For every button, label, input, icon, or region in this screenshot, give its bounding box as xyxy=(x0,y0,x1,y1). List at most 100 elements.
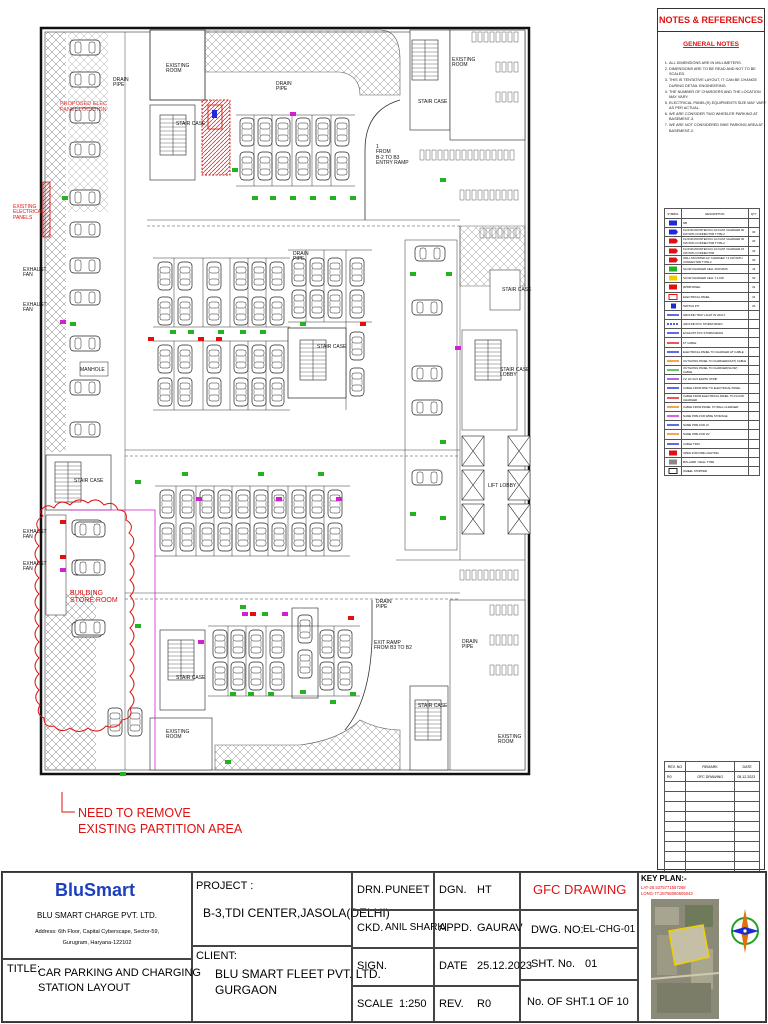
dwg-label: DWG. NO: xyxy=(531,924,584,936)
legend-row: GROUND PVC STORM DRAIN xyxy=(663,319,761,330)
drain-pipe-label: DRAIN PIPE xyxy=(462,639,478,651)
sign-label: SIGN. xyxy=(357,960,387,972)
legend-symbol xyxy=(663,447,683,458)
appd-cell: APPD. GAURAV xyxy=(434,910,523,948)
date-cell: DATE 25.12.2023 xyxy=(434,948,532,986)
drawing-title: CAR PARKING AND CHARGING STATION LAYOUT xyxy=(38,967,201,994)
stair-case-label: STAIR CASE xyxy=(317,344,347,350)
stair-case-label: STAIR CASE xyxy=(176,675,206,681)
legend-symbol xyxy=(663,355,683,367)
charger-marker xyxy=(216,337,222,341)
rev-no: R0 xyxy=(664,771,686,782)
legend-symbol-icon xyxy=(667,415,680,417)
legend-symbol-icon xyxy=(667,396,680,399)
legend-row: GROUND TRAY LIGHT IN VAULT xyxy=(663,309,761,321)
company-logo: BluSmart xyxy=(55,880,136,900)
stair-case-label: STAIR CASE xyxy=(418,99,448,105)
key-plan-lat: LAT-28.5375771557268 xyxy=(641,885,686,890)
legend-symbol-icon xyxy=(669,238,679,244)
charger-marker xyxy=(300,690,306,694)
legend-symbol xyxy=(663,383,683,394)
partition-callout: NEED TO REMOVE EXISTING PARTITION AREA xyxy=(78,806,243,836)
legend-description: SLOW CHARGER CELL 3KW RMS xyxy=(681,263,749,275)
existing-panels-label: EXISTING ELECTRICAL PANELS xyxy=(13,204,44,221)
legend-qty: 00 xyxy=(747,245,761,256)
legend-symbol xyxy=(663,374,683,385)
legend-qty xyxy=(747,217,761,229)
legend-symbol-icon xyxy=(669,284,678,290)
dwg-cell: DWG. NO: EL-CHG-01 xyxy=(520,910,638,948)
rev-remark: GFC DRAWING xyxy=(684,771,736,782)
charger-marker xyxy=(225,760,231,764)
legend-symbol-icon xyxy=(671,303,677,309)
manhole-label: MANHOLE xyxy=(80,367,105,373)
legend-row: CABLE FROM RMU TO ELECTRICAL PANEL xyxy=(663,383,761,394)
title-cell: TITLE: CAR PARKING AND CHARGING STATION … xyxy=(2,959,201,1022)
charger-marker xyxy=(218,330,224,334)
client-label: CLIENT: xyxy=(196,950,237,962)
appd-label: APPD. xyxy=(439,922,473,934)
charger-marker xyxy=(230,692,236,696)
lift-lobby-label: LIFT LOBBY xyxy=(488,483,517,489)
legend-symbol xyxy=(663,420,683,431)
drain-pipe-label: DRAIN PIPE xyxy=(276,81,292,93)
legend-row: DB xyxy=(663,217,761,229)
legend-row: ELECTRICAL PANEL TO CHARGER HT CABLE xyxy=(663,346,761,357)
legend-symbol xyxy=(663,346,683,357)
legend-header: QTY xyxy=(747,208,761,219)
legend-row: FLOOR MOUNTED DC/ AC FAST CHARGER 15 KW … xyxy=(663,245,761,256)
sign-cell: SIGN. xyxy=(352,948,434,986)
proposed-panel-label: PROPOSED ELEC PANEL LOCATION xyxy=(60,101,108,113)
general-notes-title: GENERAL NOTES xyxy=(683,41,739,48)
legend-qty xyxy=(747,346,761,357)
legend-symbol xyxy=(663,429,683,440)
charger-marker xyxy=(258,472,264,476)
project-value: B-3,TDI CENTER,JASOLA(DELHI) xyxy=(203,906,390,920)
legend-qty: 00 xyxy=(747,300,761,311)
legend-description: GROUND PVC STORM DRAIN xyxy=(681,319,749,330)
general-notes-list: ALL DIMENSIONS ARE IN MILLIMETERS.DIMENS… xyxy=(662,61,768,135)
nos-cell: No. OF SHT. 1 OF 10 xyxy=(520,980,638,1022)
legend-qty: 44 xyxy=(747,263,761,275)
general-note-item: DIMENSIONS ARE TO BE READ AND NOT TO BE … xyxy=(669,67,768,77)
charger-marker xyxy=(135,624,141,628)
dgn-cell: DGN. HT xyxy=(434,872,520,910)
charger-marker xyxy=(410,272,416,276)
legend-description: NAME PIPE FOR HV xyxy=(681,429,749,440)
charger-marker xyxy=(242,612,248,616)
drn-cell: DRN. PUNEET xyxy=(352,872,434,910)
key-plan-long: LONG-77.28756060605043 xyxy=(641,891,693,896)
satellite-map-thumbnail xyxy=(651,899,719,1019)
legend-qty: 01 xyxy=(747,282,761,293)
legend-symbol-icon xyxy=(667,406,680,408)
exhaust-fan-label: EXHAUST FAN xyxy=(23,267,47,279)
drn-label: DRN. xyxy=(357,884,384,896)
stair-case-label: STAIR CASE xyxy=(74,478,104,484)
legend-symbol-icon xyxy=(669,275,678,281)
company-address-line: Gurugram, Haryana-122102 xyxy=(62,940,132,946)
ckd-label: CKD. xyxy=(357,922,384,934)
charger-marker xyxy=(360,322,366,326)
legend-description: RPDB PANEL xyxy=(681,282,749,293)
charger-marker xyxy=(120,772,126,776)
legend-symbol xyxy=(663,328,683,339)
legend-row: WALL MOUNTED AC CHARGER 7.4 KW WITH CONN… xyxy=(663,254,761,265)
charger-marker xyxy=(252,196,258,200)
charger-marker xyxy=(198,640,204,644)
legend-description: CABLE TRAY xyxy=(681,438,749,449)
charger-marker xyxy=(410,512,416,516)
client-value: BLU SMART FLEET PVT. LTD. GURGAON xyxy=(215,967,381,997)
legend-description: ELECTRICAL PANEL TO CHARGER HT CABLE xyxy=(681,346,749,357)
legend-symbol-icon xyxy=(669,229,679,235)
charger-marker xyxy=(310,196,316,200)
legend-qty xyxy=(747,328,761,339)
legend-header: DESCRIPTION xyxy=(681,208,749,219)
legend-description: NAME PIPE FOR LV xyxy=(681,420,749,431)
legend-description: WHEEL STOPPER xyxy=(681,466,749,477)
legend-symbol-icon xyxy=(667,341,680,344)
dgn-label: DGN. xyxy=(439,884,467,896)
legend-description: CABLE FROM RMU TO ELECTRICAL PANEL xyxy=(681,383,749,394)
nos-label: No. OF SHT. xyxy=(527,996,590,1008)
